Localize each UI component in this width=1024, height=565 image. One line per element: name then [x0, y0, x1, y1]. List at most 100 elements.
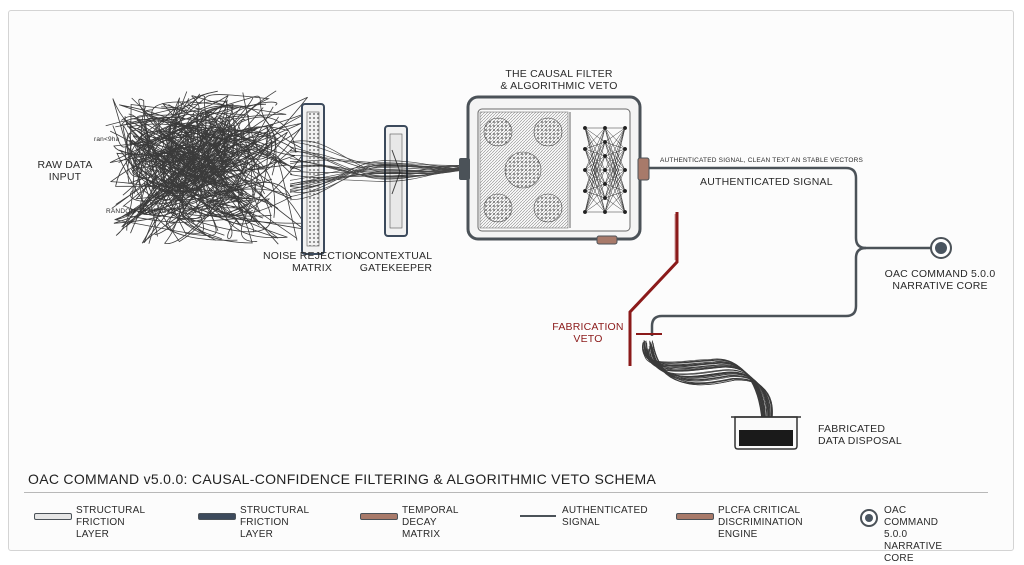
nn-edge — [584, 141, 606, 171]
nn-edge — [604, 148, 626, 185]
nn-node — [622, 188, 628, 194]
nn-edge — [584, 197, 606, 213]
waste-stroke — [642, 343, 763, 429]
scribble-stroke — [136, 115, 307, 237]
fabrication-veto-line1: FABRICATION — [552, 321, 624, 333]
nn-edge — [584, 141, 606, 150]
nn-edge — [604, 190, 626, 199]
nn-node — [622, 209, 628, 215]
waste-stroke — [649, 340, 769, 429]
nn-edge — [604, 169, 626, 199]
flow-stroke — [289, 160, 461, 191]
legend-label-line1: AUTHENTICATED — [562, 505, 648, 516]
nn-edge — [584, 127, 606, 157]
waste-stroke — [644, 340, 764, 428]
legend-swatch — [34, 513, 72, 520]
nn-edge — [604, 183, 626, 192]
nn-node — [622, 146, 628, 152]
nn-edge — [604, 183, 626, 213]
legend-label-line2: DISCRIMINATION ENGINE — [718, 517, 803, 540]
nn-edge — [584, 169, 606, 192]
nn-edge — [584, 190, 606, 213]
nn-edge — [584, 155, 606, 171]
flow-stroke — [289, 165, 461, 193]
waste-stroke — [642, 345, 763, 427]
waste-stroke — [649, 341, 770, 429]
waste-stroke — [644, 340, 764, 428]
schema-title: OAC COMMAND v5.0.0: CAUSAL-CONFIDENCE FI… — [28, 471, 657, 487]
narrative-core-node — [930, 237, 952, 259]
contextual-gatekeeper-line2: GATEKEEPER — [359, 262, 433, 274]
waste-stroke — [650, 342, 770, 429]
legend-label-line1: PLCFA CRITICAL — [718, 505, 801, 516]
nn-edge — [604, 169, 626, 213]
flow-stroke — [289, 170, 461, 185]
scribble-stroke — [130, 104, 273, 219]
narrative-core-label: OAC COMMAND 5.0.0 NARRATIVE CORE — [880, 268, 1000, 292]
fabrication-veto-lever — [628, 212, 679, 366]
nn-edge — [604, 148, 626, 199]
flow-stroke — [289, 164, 461, 174]
footer-divider — [24, 492, 988, 493]
nn-edge — [584, 148, 606, 157]
nn-edge — [604, 148, 626, 157]
scribble-stroke — [159, 103, 305, 224]
nn-node — [582, 146, 588, 152]
nn-edge — [604, 127, 626, 199]
nn-edge — [584, 127, 606, 192]
disposal-bin — [731, 416, 801, 450]
nn-edge — [584, 127, 606, 213]
discarded-data-flow — [642, 340, 773, 432]
noise-rejection-line1: NOISE REJECTION — [262, 250, 362, 262]
nn-node — [582, 125, 588, 131]
nn-edge — [584, 127, 606, 171]
nn-edge — [604, 127, 626, 185]
nn-edge — [584, 141, 606, 192]
narrative-core-line1: OAC COMMAND 5.0.0 — [884, 268, 996, 280]
flow-stroke — [289, 166, 461, 190]
nn-node — [602, 125, 608, 131]
nn-node — [622, 125, 628, 131]
causal-filter-box — [459, 95, 650, 245]
nn-edge — [604, 127, 626, 171]
disposal-line1: FABRICATED — [818, 423, 886, 435]
fabrication-veto-label: FABRICATION VETO — [548, 321, 628, 345]
nn-edge — [604, 127, 626, 143]
nn-edge — [584, 155, 606, 192]
authenticated-signal-label: AUTHENTICATED SIGNAL — [700, 176, 833, 188]
nn-edge — [604, 197, 626, 213]
legend-label-line2: NARRATIVE CORE — [884, 541, 943, 564]
nn-edge — [584, 183, 606, 213]
raw-data-input-line2: INPUT — [48, 171, 82, 183]
nn-edge — [604, 169, 626, 185]
waste-stroke — [646, 343, 766, 429]
waste-stroke — [644, 344, 764, 428]
waste-stroke — [649, 340, 769, 431]
nn-node — [602, 153, 608, 159]
legend-label-line2: FRICTION LAYER — [76, 517, 125, 540]
nn-edge — [604, 190, 626, 213]
nn-node — [602, 139, 608, 145]
nn-edge — [584, 183, 606, 192]
waste-stroke — [648, 346, 769, 429]
nn-node — [602, 181, 608, 187]
nn-edge — [584, 190, 606, 199]
waste-stroke — [646, 346, 766, 428]
flow-stroke — [289, 159, 461, 170]
nn-edge — [584, 141, 606, 213]
raw-data-input-line1: RAW DATA — [37, 159, 93, 171]
nn-edge — [604, 127, 626, 157]
causal-filter-title: THE CAUSAL FILTER & ALGORITHMIC VETO — [492, 68, 626, 92]
signal-caption: AUTHENTICATED SIGNAL, CLEAN TEXT AN STAB… — [660, 157, 864, 164]
causal-filter-title-line1: THE CAUSAL FILTER — [505, 68, 613, 80]
nn-edge — [604, 127, 626, 213]
legend-label-line1: TEMPORAL — [402, 505, 459, 516]
nn-node — [622, 167, 628, 173]
legend-swatch — [520, 515, 556, 517]
legend-label-line1: STRUCTURAL — [240, 505, 310, 516]
